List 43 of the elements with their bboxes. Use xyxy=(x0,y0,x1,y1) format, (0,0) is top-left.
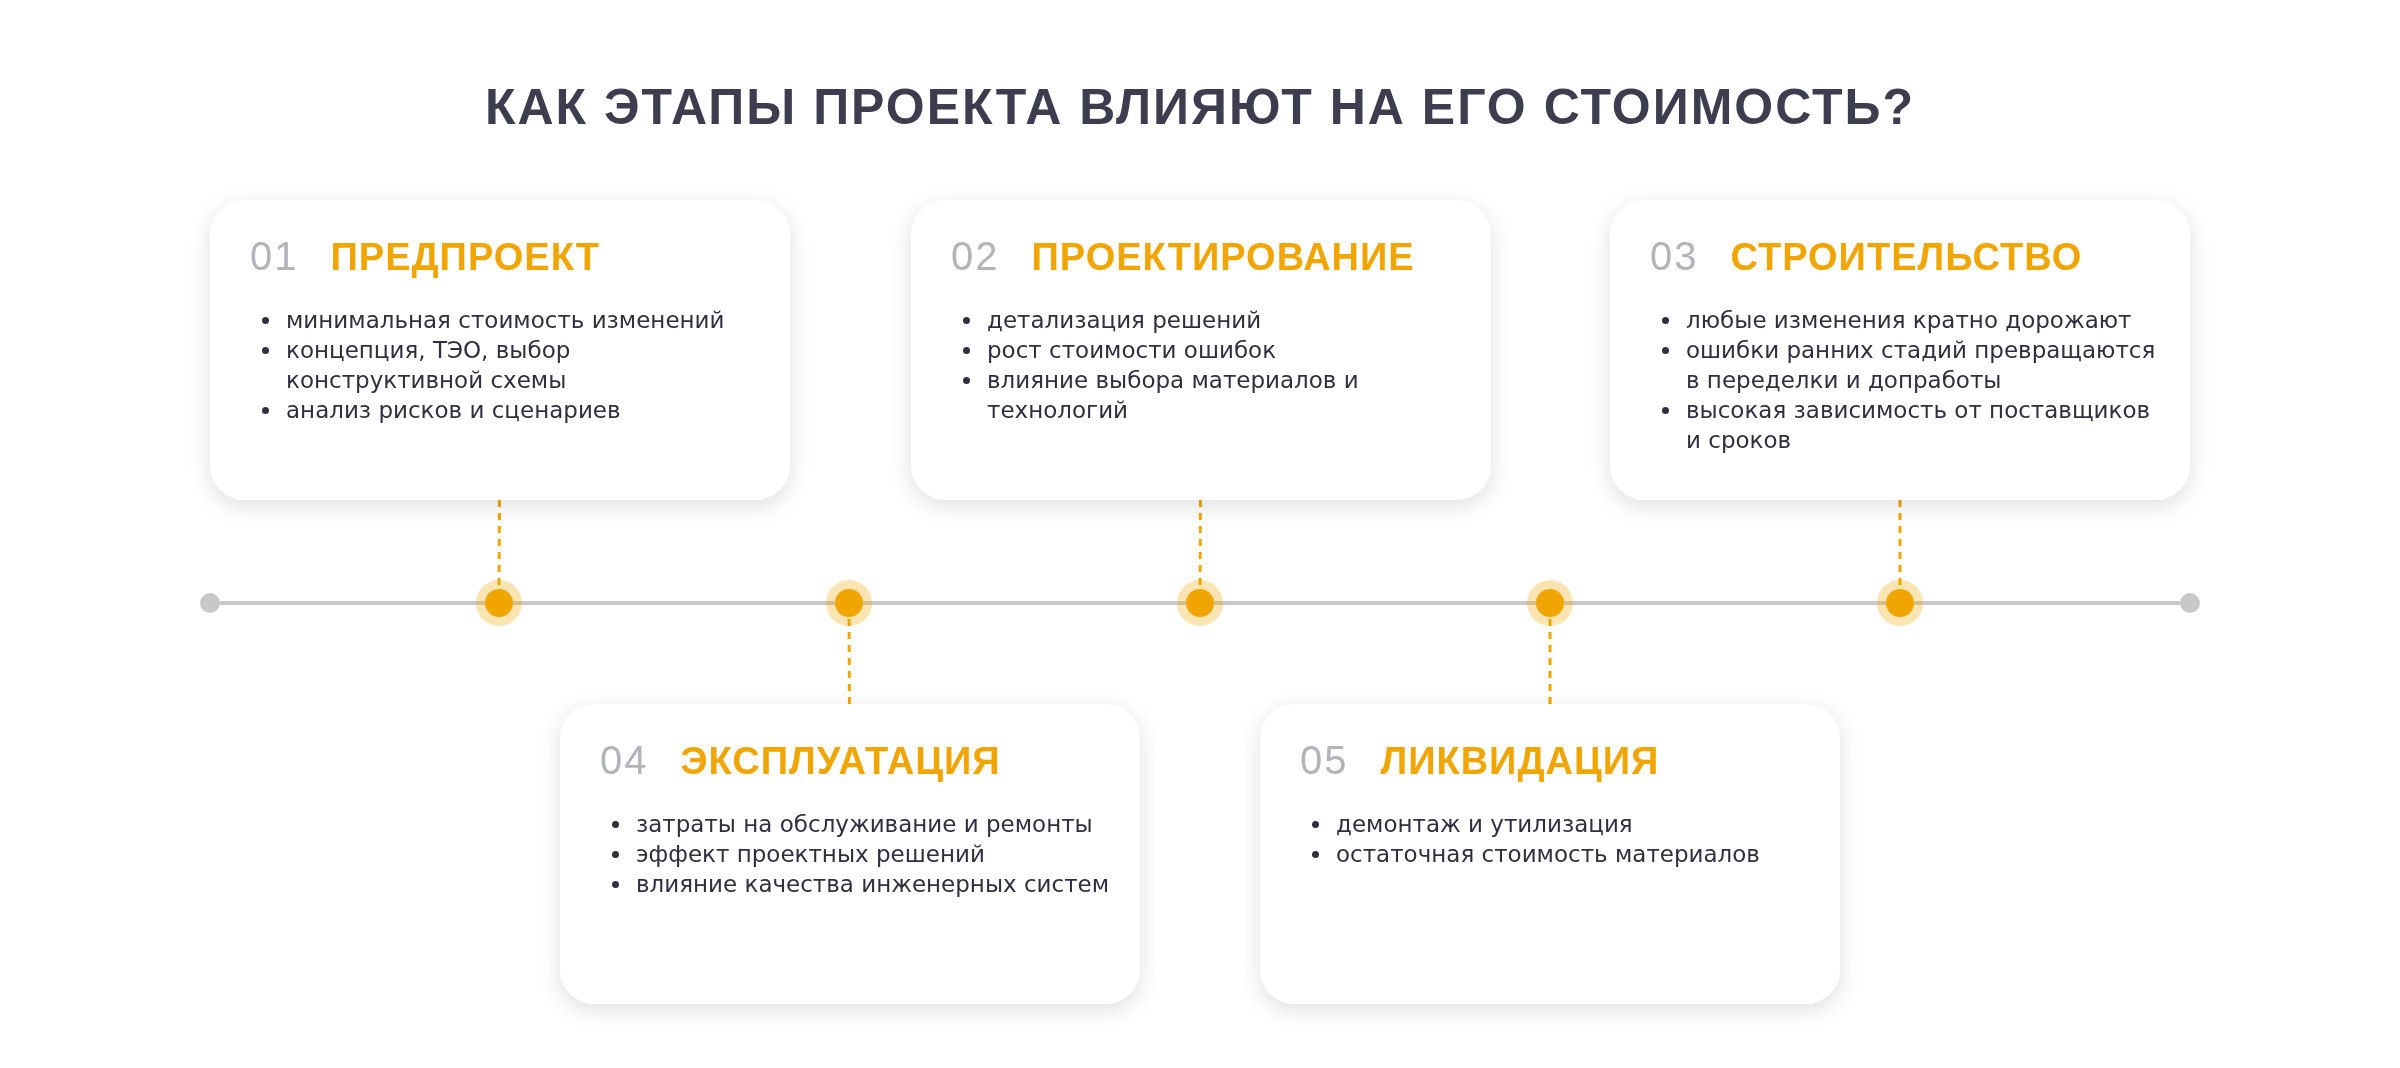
timeline-dot xyxy=(1186,589,1214,617)
stage-card xyxy=(210,200,790,500)
stage-heading: ЭКСПЛУАТАЦИЯ xyxy=(680,740,1001,783)
bullet-item: демонтаж и утилизация xyxy=(1336,810,1633,839)
bullet-item: высокая зависимость от поставщиков и сроков xyxy=(1686,396,2152,455)
bullet-item: любые изменения кратно дорожают xyxy=(1686,306,2132,335)
timeline-dot xyxy=(1886,589,1914,617)
timeline-line xyxy=(1214,601,1536,605)
stage-heading: ЛИКВИДАЦИЯ xyxy=(1380,740,1660,783)
timeline-dot xyxy=(485,589,513,617)
stage-card xyxy=(560,704,1140,1004)
bullet-item: влияние качества инженерных систем xyxy=(636,870,1110,899)
stage-card xyxy=(1260,704,1840,1004)
timeline-end-dot xyxy=(2180,593,2200,613)
stage-card xyxy=(1610,200,2190,500)
stage-number: 04 xyxy=(600,738,649,783)
bullet-item: детализация решений xyxy=(987,306,1262,335)
bullet-item: влияние выбора материалов и технологий xyxy=(987,366,1360,425)
stage-card xyxy=(911,200,1491,500)
stage-heading: ПРОЕКТИРОВАНИЕ xyxy=(1031,236,1415,279)
bullet-item: рост стоимости ошибок xyxy=(987,336,1277,365)
stage-heading: СТРОИТЕЛЬСТВО xyxy=(1730,236,2083,279)
timeline-end-dot xyxy=(200,593,220,613)
bullet-item: анализ рисков и сценариев xyxy=(286,396,621,425)
stage-number: 01 xyxy=(250,234,299,279)
leader-line xyxy=(1548,617,1552,704)
timeline-line xyxy=(1564,601,1886,605)
stage-number: 03 xyxy=(1650,234,1699,279)
timeline-dot xyxy=(835,589,863,617)
stage-number: 02 xyxy=(951,234,1000,279)
leader-line xyxy=(847,617,851,704)
timeline-line xyxy=(863,601,1186,605)
bullet-item: остаточная стоимость материалов xyxy=(1336,840,1760,869)
stage-heading: ПРЕДПРОЕКТ xyxy=(330,236,600,279)
bullet-item: эффект проектных решений xyxy=(636,840,985,869)
timeline-dot xyxy=(1536,589,1564,617)
timeline-line xyxy=(513,601,835,605)
bullet-item: затраты на обслуживание и ремонты xyxy=(636,810,1093,839)
timeline-line xyxy=(1914,601,2180,605)
stage-number: 05 xyxy=(1300,738,1349,783)
timeline-line xyxy=(220,601,485,605)
bullet-item: минимальная стоимость изменений xyxy=(286,306,725,335)
page-title: КАК ЭТАПЫ ПРОЕКТА ВЛИЯЮТ НА ЕГО СТОИМОСТЬ? xyxy=(483,78,1917,136)
